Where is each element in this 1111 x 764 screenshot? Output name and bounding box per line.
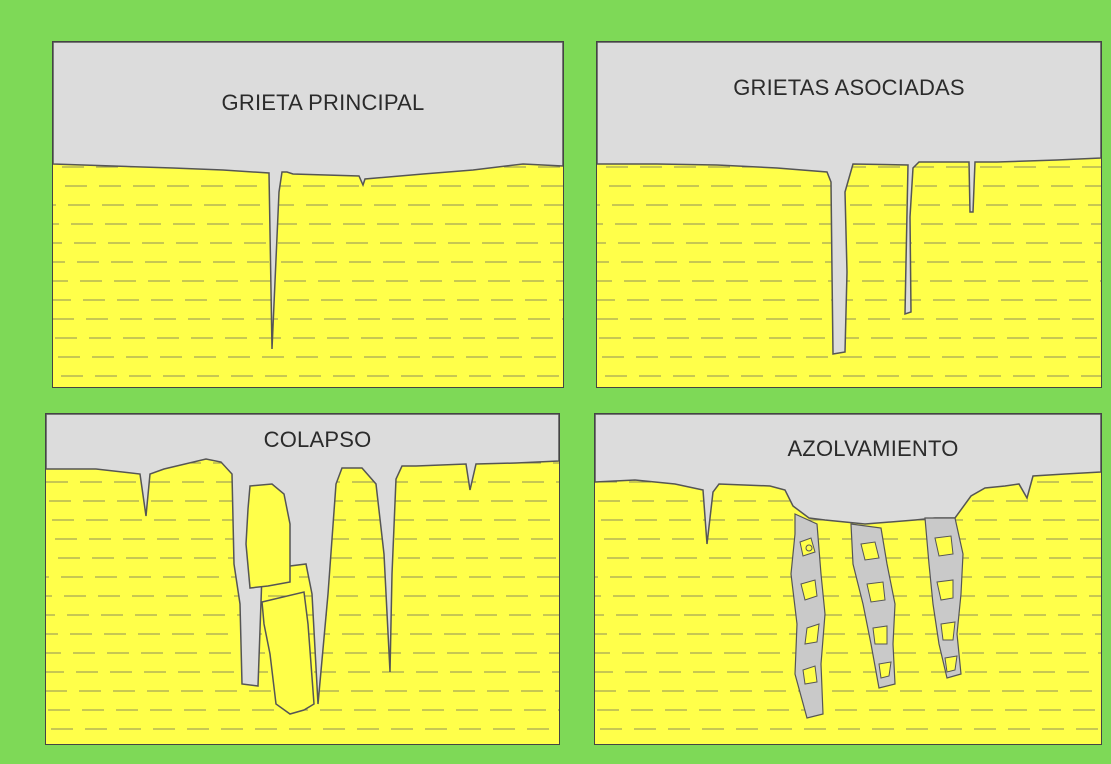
sediment-blocks — [799, 535, 958, 685]
azolvamiento-diagram — [595, 414, 1101, 730]
sediment-fill — [790, 513, 964, 719]
panel-grieta-principal: GRIETA PRINCIPAL — [52, 41, 564, 388]
collapse-block — [245, 483, 291, 589]
panel-azolvamiento: AZOLVAMIENTO — [594, 413, 1102, 745]
collapse-block-lower — [261, 591, 315, 715]
air-region — [53, 42, 563, 350]
air-region — [597, 42, 1101, 355]
grieta-principal-diagram — [53, 42, 563, 377]
air-region — [46, 414, 559, 705]
panel-grietas-asociadas: GRIETAS ASOCIADAS — [596, 41, 1102, 388]
panel-colapso: COLAPSO — [45, 413, 560, 745]
colapso-diagram — [46, 414, 559, 730]
grietas-asociadas-diagram — [597, 42, 1101, 377]
air-region — [595, 414, 1101, 545]
sediment-pebble — [805, 544, 813, 552]
